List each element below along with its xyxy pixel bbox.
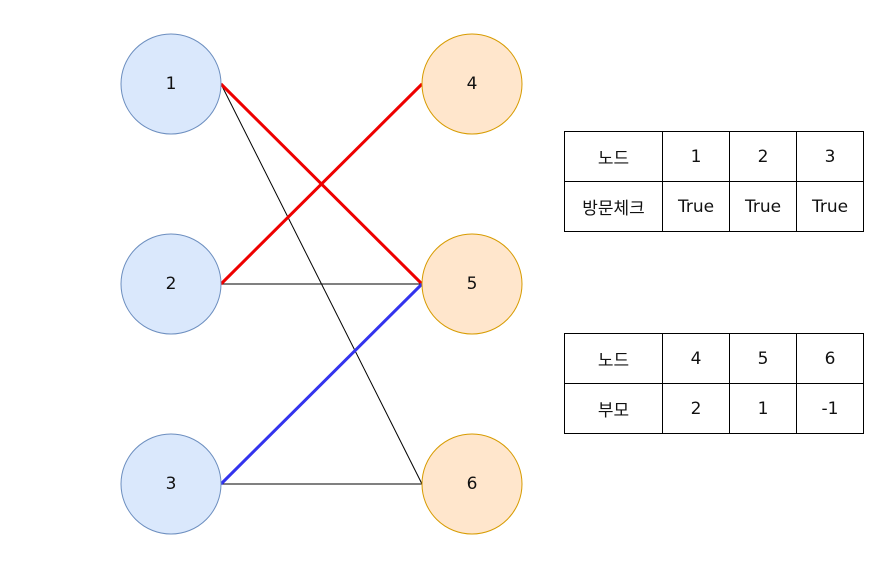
edge-3-5 bbox=[219, 282, 424, 486]
graph-node-4[interactable]: 4 bbox=[421, 33, 523, 135]
node-column-cell: 1 bbox=[662, 131, 730, 182]
visit-check-table: 노드 1 2 3 방문체크 True True True bbox=[564, 131, 864, 232]
node-circle bbox=[421, 233, 523, 335]
node-label: 3 bbox=[166, 474, 177, 494]
visit-value-cell: True bbox=[662, 181, 730, 232]
graph-node-6[interactable]: 6 bbox=[421, 433, 523, 535]
visit-value-cell: True bbox=[796, 181, 864, 232]
graph-node-5[interactable]: 5 bbox=[421, 233, 523, 335]
parent-table: 노드 4 5 6 부모 2 1 -1 bbox=[564, 333, 864, 434]
table-header-row: 노드 1 2 3 bbox=[564, 131, 864, 182]
node-column-cell: 3 bbox=[796, 131, 864, 182]
node-circle bbox=[120, 33, 222, 135]
node-label: 5 bbox=[467, 274, 478, 294]
edge-2-4 bbox=[219, 82, 424, 286]
parent-value-cell: -1 bbox=[796, 383, 864, 434]
node-column-cell: 4 bbox=[662, 333, 730, 384]
header-label-cell: 노드 bbox=[564, 333, 663, 384]
node-column-cell: 2 bbox=[729, 131, 797, 182]
node-column-cell: 5 bbox=[729, 333, 797, 384]
visit-value-cell: True bbox=[729, 181, 797, 232]
node-circle bbox=[421, 433, 523, 535]
row-label-cell: 방문체크 bbox=[564, 181, 663, 232]
node-label: 4 bbox=[467, 74, 478, 94]
header-label-cell: 노드 bbox=[564, 131, 663, 182]
node-circle bbox=[120, 433, 222, 535]
node-label: 1 bbox=[166, 74, 177, 94]
parent-value-cell: 2 bbox=[662, 383, 730, 434]
row-label-cell: 부모 bbox=[564, 383, 663, 434]
bipartite-graph: 1 2 3 4 5 6 bbox=[120, 33, 523, 535]
graph-node-2[interactable]: 2 bbox=[120, 233, 222, 335]
table-row: 방문체크 True True True bbox=[564, 181, 864, 232]
table-header-row: 노드 4 5 6 bbox=[564, 333, 864, 384]
node-label: 6 bbox=[467, 474, 478, 494]
node-circle bbox=[120, 233, 222, 335]
node-label: 2 bbox=[166, 274, 177, 294]
edge-layer bbox=[219, 82, 424, 486]
node-circle bbox=[421, 33, 523, 135]
graph-node-3[interactable]: 3 bbox=[120, 433, 222, 535]
graph-node-1[interactable]: 1 bbox=[120, 33, 222, 135]
parent-value-cell: 1 bbox=[729, 383, 797, 434]
table-row: 부모 2 1 -1 bbox=[564, 383, 864, 434]
node-column-cell: 6 bbox=[796, 333, 864, 384]
